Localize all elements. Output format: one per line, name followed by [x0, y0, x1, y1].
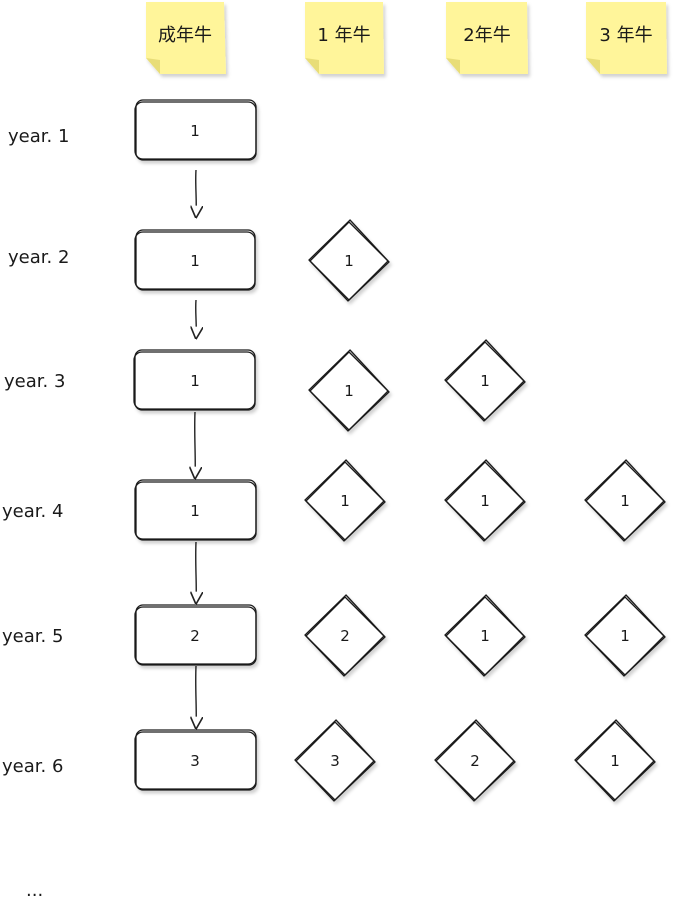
ellipsis: ... [26, 880, 43, 901]
arrow-year3-to-year4 [195, 411, 196, 478]
diamond-year4-age1 [304, 459, 386, 542]
diamond-value: 1 [340, 492, 350, 510]
diamond-year5-age3 [584, 594, 666, 677]
row-label-year-5: year. 5 [2, 626, 63, 647]
adult-value-year-6: 3 [190, 752, 200, 770]
adult-value-year-1: 1 [190, 122, 200, 140]
column-header-adult: 成年牛 [146, 2, 226, 74]
row-label-year-3: year. 3 [4, 371, 65, 392]
arrow-year4-to-year5 [196, 541, 197, 603]
diamond-year3-age2 [444, 339, 526, 422]
diamond-value: 1 [344, 382, 354, 400]
column-header-label: 成年牛 [158, 25, 212, 46]
diamond-value: 1 [344, 252, 354, 270]
diamond-value: 1 [610, 752, 620, 770]
diamond-value: 2 [470, 752, 480, 770]
diamond-year3-age1 [308, 349, 390, 432]
diamond-value: 3 [330, 752, 340, 770]
adult-box-year-2 [134, 229, 256, 291]
row-label-year-6: year. 6 [2, 756, 63, 777]
adult-box-year-5 [134, 604, 257, 666]
row-label-year-4: year. 4 [2, 501, 63, 522]
adult-box-year-1 [134, 99, 257, 161]
row-label-year-2: year. 2 [8, 247, 69, 268]
arrow-year2-to-year3 [196, 299, 197, 338]
column-header-year2: 2年牛 [446, 2, 528, 74]
adult-value-year-3: 1 [190, 372, 200, 390]
adult-box-year-4 [134, 479, 257, 541]
column-header-year1: 1 年牛 [305, 2, 384, 74]
adult-value-year-4: 1 [190, 502, 200, 520]
arrows [195, 169, 197, 728]
diamond-value: 2 [340, 627, 350, 645]
diamond-value: 1 [620, 492, 630, 510]
diamond-value: 1 [480, 372, 490, 390]
diamond-value: 1 [480, 492, 490, 510]
diamond-year6-age2 [434, 719, 516, 802]
adult-cow-boxes [133, 99, 257, 791]
row-label-year-1: year. 1 [8, 126, 69, 147]
diamond-year2-age1 [308, 219, 390, 302]
diamond-value: 1 [480, 627, 490, 645]
diamond-year5-age1 [304, 594, 386, 677]
adult-value-year-5: 2 [190, 627, 200, 645]
diamond-year5-age2 [444, 594, 526, 677]
diamond-year4-age3 [584, 459, 666, 542]
diamond-value: 1 [620, 627, 630, 645]
column-header-label: 1 年牛 [317, 25, 370, 46]
diamond-year6-age3 [574, 719, 656, 802]
column-header-label: 2年牛 [463, 25, 510, 46]
column-header-label: 3 年牛 [599, 25, 652, 46]
adult-box-year-6 [134, 729, 257, 791]
diamond-year4-age2 [444, 459, 526, 542]
arrow-year5-to-year6 [196, 665, 197, 728]
adult-value-year-2: 1 [190, 252, 200, 270]
adult-box-year-3 [133, 349, 256, 411]
arrow-year1-to-year2 [196, 169, 197, 217]
diamond-year6-age1 [294, 719, 376, 802]
young-cow-diamonds [294, 219, 666, 802]
column-header-year3: 3 年牛 [586, 2, 667, 74]
